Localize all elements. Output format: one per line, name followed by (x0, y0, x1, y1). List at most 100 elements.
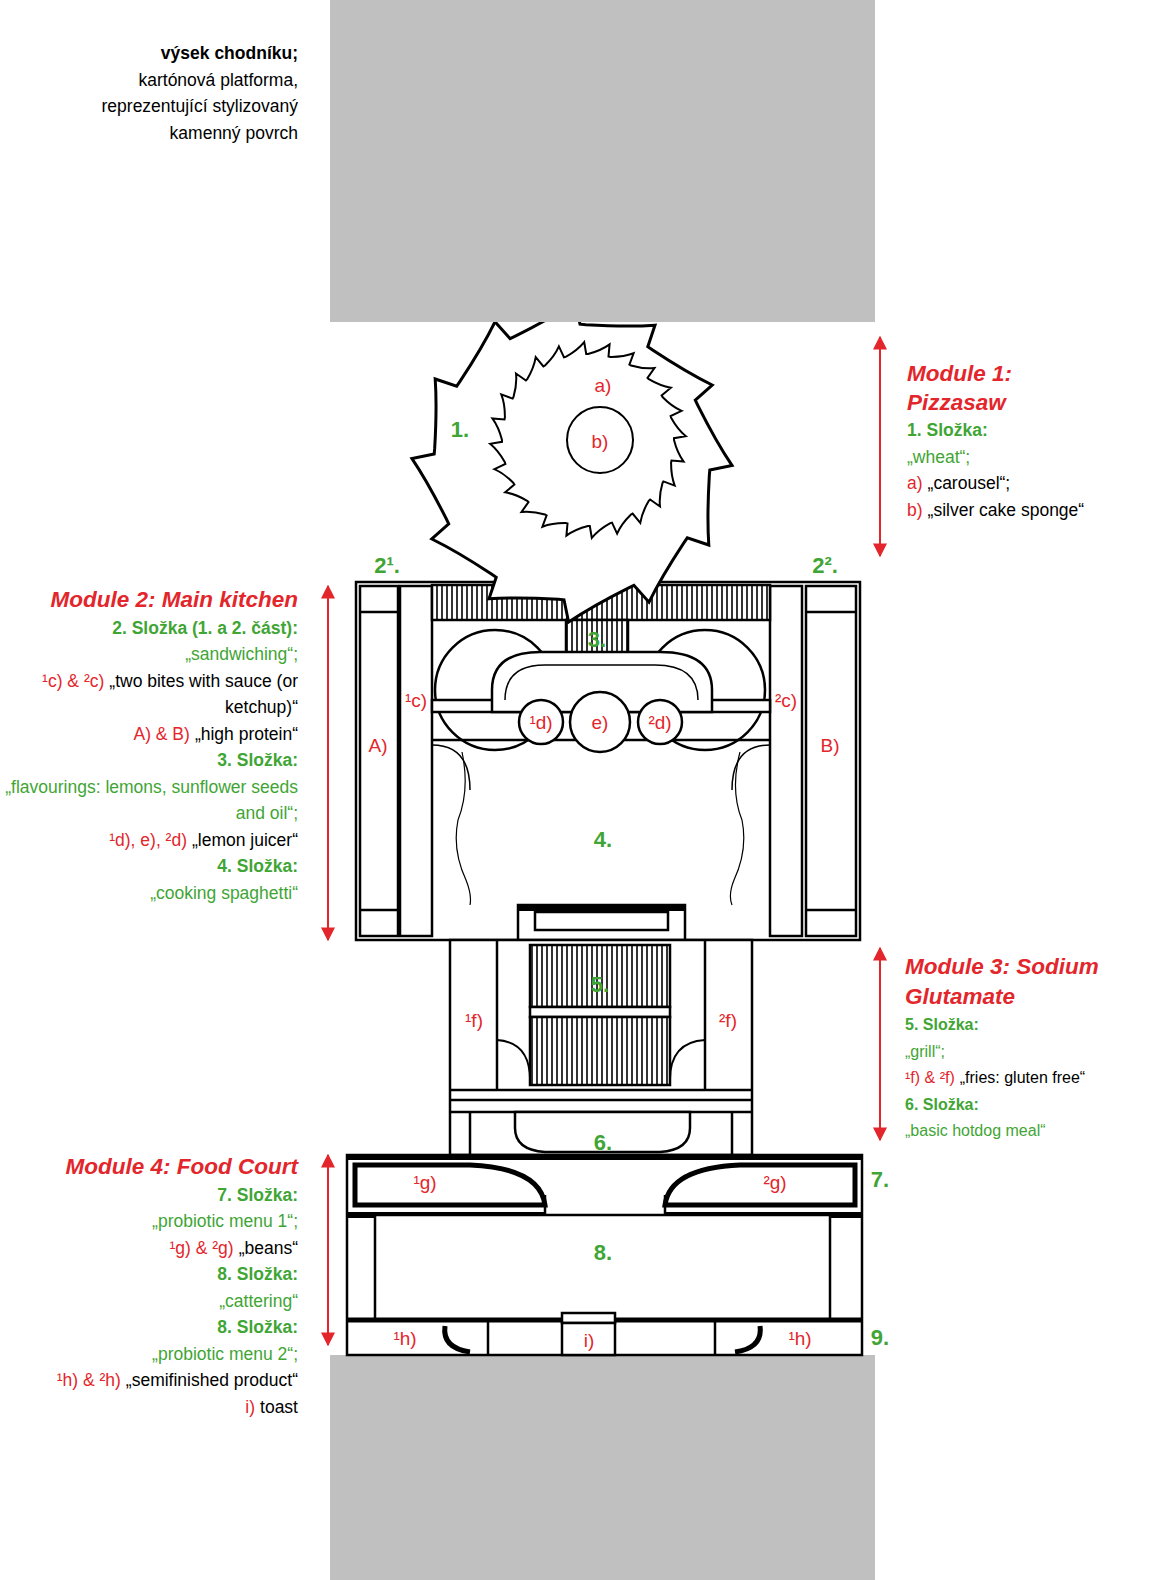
text-line: Module 1: Pizzasaw (907, 360, 1107, 417)
text-line: Module 4: Food Court (0, 1153, 298, 1182)
sodium-glutamate (450, 940, 752, 1155)
text-line: Module 2: Main kitchen (0, 586, 298, 615)
callout-letter: ¹f) (465, 1011, 483, 1030)
component-heading: 6. Složka: (905, 1096, 979, 1113)
part-key: ¹f) & ²f) (905, 1069, 955, 1086)
text-line: 8. Složka: (0, 1261, 298, 1288)
component-heading: 8. Složka: (217, 1317, 298, 1337)
part-description: „fries: gluten free“ (960, 1069, 1085, 1086)
part-description: kartónová platforma, reprezentující styl… (102, 70, 298, 143)
module-heading: Module 3: Sodium Glutamate (905, 954, 1099, 1009)
text-line: 5. Složka: (905, 1012, 1157, 1039)
part-key: ¹h) & ²h) (57, 1370, 121, 1390)
text-block: Module 3: Sodium Glutamate 5. Složka: „gri… (905, 953, 1157, 1145)
callout-letter: ¹c) (405, 691, 427, 710)
note-heading: výsek chodníku; (161, 43, 298, 63)
callout-letter: b) (592, 432, 609, 451)
callout-letter: a) (595, 376, 612, 395)
callout-number: 2². (812, 555, 838, 577)
module-heading: Module 4: Food Court (66, 1154, 298, 1179)
callout-number: 1. (451, 419, 469, 441)
callout-letter: ²c) (775, 691, 797, 710)
text-line: ¹d), e), ²d)„lemon juicer“ (0, 827, 298, 854)
part-description: „carousel“; (928, 473, 1011, 493)
part-description: „two bites with sauce (or ketchup)“ (109, 671, 298, 718)
part-description: „semifinished product“ (126, 1370, 298, 1390)
callout-letter: ¹g) (413, 1173, 436, 1192)
part-description: „beans“ (239, 1238, 298, 1258)
module-heading: Module 1: Pizzasaw (907, 361, 1012, 415)
text-line: ¹h) & ²h)„semifinished product“ (0, 1367, 298, 1394)
text-line: 1. Složka: (907, 417, 1107, 444)
text-block: Module 4: Food Court 7. Složka: „probiotic… (0, 1153, 298, 1420)
text-line: „wheat“; (907, 444, 1107, 471)
callout-number: 6. (594, 1132, 612, 1154)
component-heading: 8. Složka: (217, 1264, 298, 1284)
text-line: „grill“; (905, 1039, 1157, 1066)
component-heading: 4. Složka: (217, 856, 298, 876)
text-line: „basic hotdog meal“ (905, 1118, 1157, 1145)
part-key: ¹d), e), ²d) (109, 830, 187, 850)
component-heading: 3. Složka: (217, 750, 298, 770)
text-line: „probiotic menu 2“; (0, 1341, 298, 1368)
text-line: 6. Složka: (905, 1092, 1157, 1119)
component-name: „sandwiching“; (185, 644, 298, 664)
component-name: „probiotic menu 2“; (152, 1344, 298, 1364)
callout-letter: ¹d) (529, 713, 552, 732)
text-line: 2. Složka (1. a 2. část): (0, 615, 298, 642)
text-line: „sandwiching“; (0, 641, 298, 668)
component-heading: 2. Složka (1. a 2. část): (112, 618, 298, 638)
part-key: b) (907, 500, 923, 520)
part-key: i) (245, 1397, 255, 1417)
main-kitchen (356, 582, 860, 940)
text-line: výsek chodníku; (48, 40, 298, 67)
callout-letter: A) (369, 736, 388, 755)
callout-letter: B) (821, 736, 840, 755)
text-line: ¹f) & ²f) „fries: gluten free“ (905, 1065, 1157, 1092)
sidewalk-slab (330, 0, 875, 322)
component-name: „wheat“; (907, 447, 970, 467)
callout-letter: e) (592, 713, 609, 732)
component-name: „cattering“ (219, 1291, 298, 1311)
text-line: 4. Složka: (0, 853, 298, 880)
component-heading: 1. Složka: (907, 420, 988, 440)
module-heading: Module 2: Main kitchen (50, 587, 298, 612)
text-block: výsek chodníku; kartónová platforma, repr… (48, 40, 298, 146)
component-name: „basic hotdog meal“ (905, 1122, 1046, 1139)
component-name: „grill“; (905, 1043, 945, 1060)
text-line: 7. Složka: (0, 1182, 298, 1209)
text-line: A) & B) „high protein“ (0, 721, 298, 748)
callout-number: 5. (591, 974, 609, 996)
text-line: i)toast (0, 1394, 298, 1421)
text-line: kartónová platforma, reprezentující styl… (48, 67, 298, 147)
text-block: Module 1: Pizzasaw 1. Složka: „wheat“; a)„c… (907, 360, 1107, 523)
component-name: „flavourings: lemons, sunflower seeds an… (5, 777, 298, 824)
text-line: „flavourings: lemons, sunflower seeds an… (0, 774, 298, 827)
text-line: 3. Složka: (0, 747, 298, 774)
text-line: b)„silver cake sponge“ (907, 497, 1107, 524)
callout-number: 7. (871, 1169, 889, 1191)
sidewalk-slab (330, 1355, 875, 1580)
part-key: a) (907, 473, 923, 493)
callout-number: 9. (871, 1327, 889, 1349)
component-name: „probiotic menu 1“; (152, 1211, 298, 1231)
callout-number: 3. (588, 629, 606, 651)
callout-letter: ²g) (763, 1173, 786, 1192)
part-key: A) & B) (133, 724, 189, 744)
component-heading: 7. Složka: (217, 1185, 298, 1205)
text-line: „cattering“ (0, 1288, 298, 1315)
callout-letter: ²f) (719, 1011, 737, 1030)
text-line: Module 3: Sodium Glutamate (905, 953, 1157, 1012)
part-description: „high protein“ (195, 724, 298, 744)
text-line: „probiotic menu 1“; (0, 1208, 298, 1235)
callout-number: 4. (594, 829, 612, 851)
text-line: „cooking spaghetti“ (0, 880, 298, 907)
callout-letter: i) (584, 1331, 595, 1350)
callout-number: 8. (594, 1242, 612, 1264)
text-line: ¹g) & ²g) „beans“ (0, 1235, 298, 1262)
part-description: „lemon juicer“ (192, 830, 298, 850)
callout-letter: ¹h) (788, 1329, 811, 1348)
part-key: ¹g) & ²g) (169, 1238, 233, 1258)
text-line: a)„carousel“; (907, 470, 1107, 497)
